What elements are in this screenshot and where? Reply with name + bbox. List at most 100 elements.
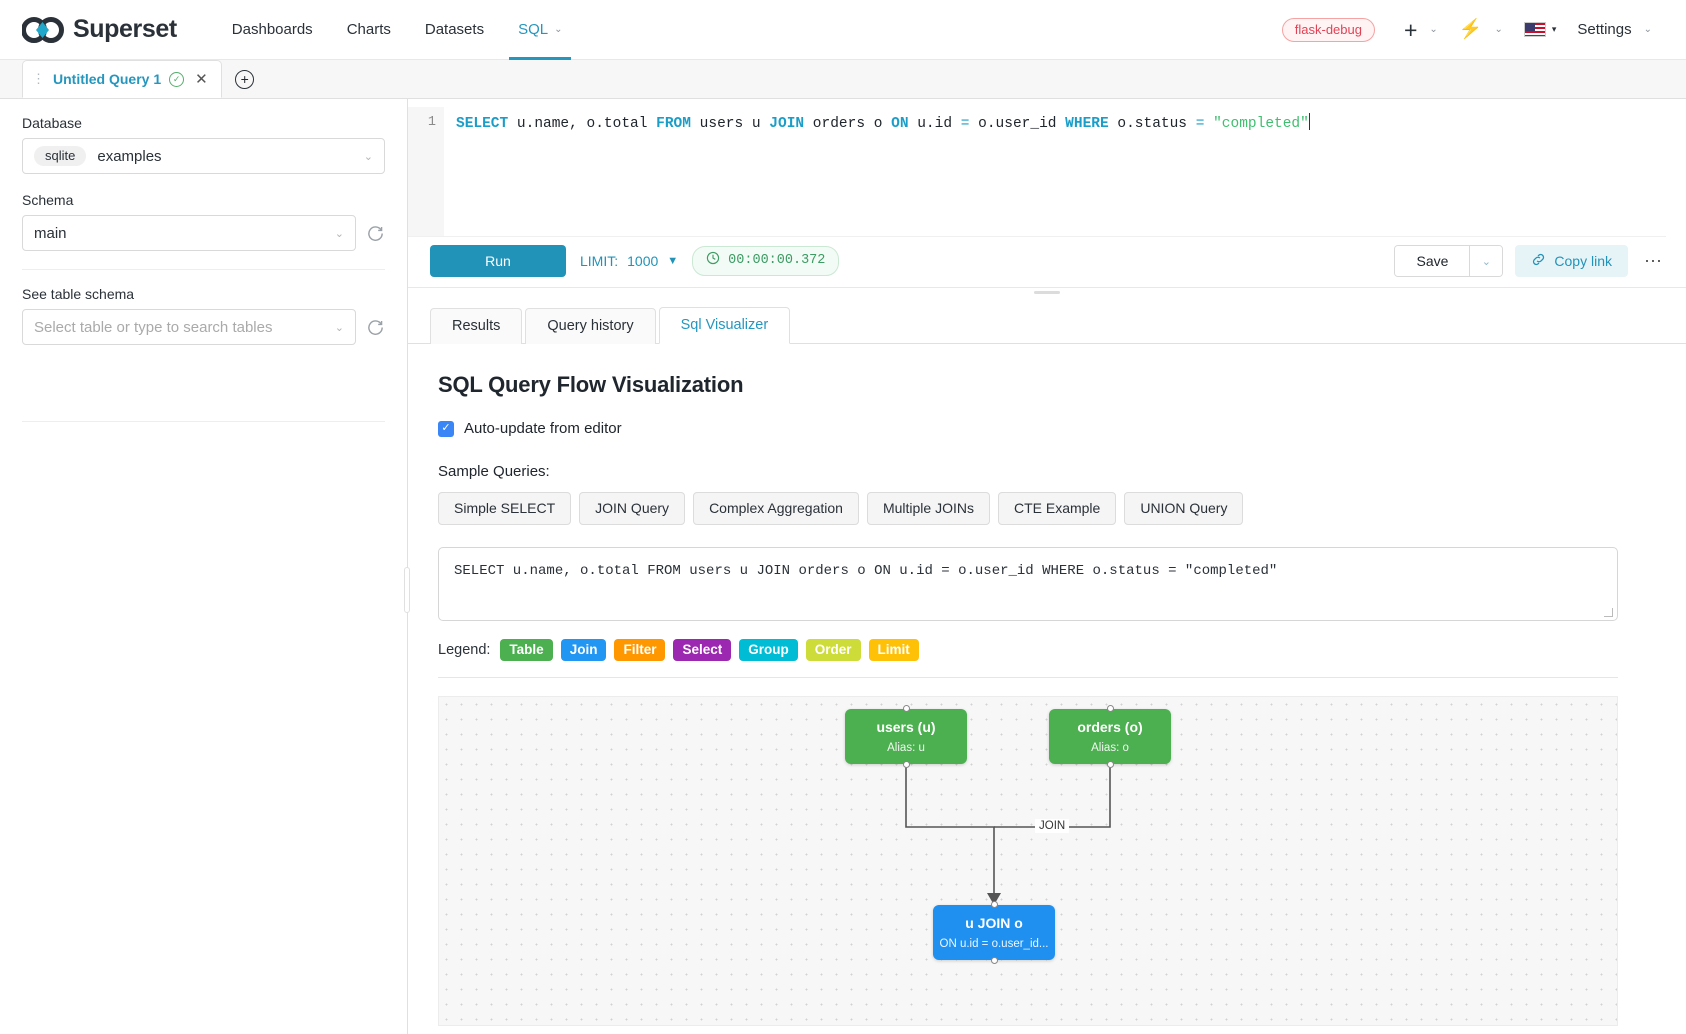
close-icon[interactable]: ✕ [195, 71, 208, 88]
node-port-bottom[interactable] [1106, 761, 1114, 768]
nav-link-sql[interactable]: SQL ⌄ [501, 0, 579, 60]
run-button[interactable]: Run [430, 245, 566, 277]
limit-value: 1000 [627, 253, 659, 269]
flow-node-users[interactable]: users (u)Alias: u [845, 705, 967, 768]
sql-token: o.user_id [969, 116, 1066, 132]
node-port-top[interactable] [1106, 705, 1114, 712]
flask-debug-badge: flask-debug [1281, 17, 1375, 42]
triangle-down-icon: ▼ [667, 255, 679, 267]
auto-update-row: ✓ Auto-update from editor [438, 420, 1624, 437]
schema-value: main [34, 224, 67, 242]
save-button[interactable]: Save [1395, 246, 1470, 276]
textarea-resize-handle[interactable] [1604, 608, 1613, 617]
auto-update-checkbox[interactable]: ✓ [438, 420, 454, 437]
database-value: examples [97, 147, 162, 165]
new-query-tab-button[interactable]: + [226, 60, 264, 98]
top-navbar: Superset Dashboards Charts Datasets SQL … [0, 0, 1686, 60]
query-tab-label: Untitled Query 1 [53, 71, 162, 87]
tab-sql-visualizer[interactable]: Sql Visualizer [658, 307, 791, 344]
plus-circle-icon: + [235, 69, 255, 89]
node-port-bottom[interactable] [990, 957, 998, 964]
editor-gutter: 1 [408, 107, 444, 236]
nav-link-datasets-label: Datasets [424, 21, 485, 38]
timer-value: 00:00:00.372 [728, 253, 826, 268]
refresh-tables-icon[interactable] [366, 318, 385, 337]
sample-query-button-0[interactable]: Simple SELECT [438, 492, 572, 525]
language-selector[interactable]: ▾ [1516, 18, 1565, 41]
sample-query-button-5[interactable]: UNION Query [1124, 492, 1244, 525]
sql-token: WHERE [1065, 116, 1109, 132]
sql-token: FROM [656, 116, 691, 132]
sample-query-button-2[interactable]: Complex Aggregation [693, 492, 859, 525]
table-schema-label: See table schema [22, 286, 135, 302]
brand-logo-group[interactable]: Superset [22, 15, 177, 44]
ellipsis-icon[interactable]: ⋯ [1644, 251, 1662, 271]
query-tab-bar: ⋮ Untitled Query 1 ✓ ✕ + [0, 60, 1686, 99]
sample-query-button-4[interactable]: CTE Example [997, 492, 1117, 525]
panel-resize-handle[interactable] [404, 566, 410, 613]
nav-links: Dashboards Charts Datasets SQL ⌄ [215, 0, 580, 60]
database-engine-pill: sqlite [34, 146, 87, 166]
legend-chip-join: Join [560, 639, 607, 661]
sql-editor[interactable]: 1 SELECT u.name, o.total FROM users u JO… [408, 107, 1666, 237]
settings-menu[interactable]: Settings ⌄ [1569, 17, 1660, 42]
nav-link-dashboards[interactable]: Dashboards [215, 0, 330, 60]
flow-node-title: users (u) [876, 719, 936, 735]
tab-query-history[interactable]: Query history [525, 308, 656, 344]
legend-chip-group: Group [739, 639, 798, 661]
node-port-top[interactable] [990, 901, 998, 908]
copy-link-button[interactable]: Copy link [1515, 245, 1628, 277]
horizontal-resize-handle[interactable] [408, 288, 1686, 296]
node-port-bottom[interactable] [902, 761, 910, 768]
query-textarea[interactable]: SELECT u.name, o.total FROM users u JOIN… [438, 547, 1618, 621]
editor-code-area[interactable]: SELECT u.name, o.total FROM users u JOIN… [444, 107, 1666, 236]
tab-results[interactable]: Results [430, 308, 523, 344]
legend-chip-filter: Filter [614, 639, 666, 661]
editor-toolbar: Run LIMIT: 1000 ▼ 00:00:00.372 [408, 237, 1686, 288]
save-dropdown-chevron-down-icon[interactable]: ⌄ [1469, 246, 1503, 276]
sample-query-button-3[interactable]: Multiple JOINs [866, 492, 990, 525]
sql-token: = [960, 116, 970, 132]
text-cursor [1308, 113, 1310, 130]
query-tab-untitled-query-1[interactable]: ⋮ Untitled Query 1 ✓ ✕ [22, 60, 222, 98]
flow-node-title: orders (o) [1077, 719, 1143, 735]
nav-link-sql-label: SQL [518, 21, 549, 38]
link-icon [1531, 252, 1546, 270]
sql-token: ON [891, 116, 909, 132]
toolbar-right: Save ⌄ Copy link ⋯ [1394, 245, 1666, 277]
add-new-button[interactable]: + ⌄ [1396, 16, 1446, 44]
nav-link-charts[interactable]: Charts [330, 0, 408, 60]
sample-query-button-1[interactable]: JOIN Query [579, 492, 686, 525]
sql-token: users u [690, 116, 770, 132]
table-schema-field: See table schema Select table or type to… [22, 286, 385, 345]
chevron-down-icon: ⌄ [334, 321, 344, 334]
superset-logo-icon [22, 16, 64, 43]
refresh-schema-icon[interactable] [366, 224, 385, 243]
legend-label: Legend: [438, 642, 491, 658]
schema-select[interactable]: main ⌄ [22, 215, 356, 251]
drag-handle-icon[interactable]: ⋮ [32, 71, 45, 86]
node-port-top[interactable] [902, 705, 910, 712]
bolt-menu-button[interactable]: ⚡ ⌄ [1451, 16, 1511, 44]
database-select[interactable]: sqlite examples ⌄ [22, 138, 385, 174]
chevron-down-icon: ⌄ [1429, 24, 1438, 35]
query-textarea-value: SELECT u.name, o.total FROM users u JOIN… [454, 563, 1278, 579]
table-search-input[interactable]: Select table or type to search tables ⌄ [22, 309, 356, 345]
sample-queries-label: Sample Queries: [438, 463, 550, 480]
flow-node-orders[interactable]: orders (o) Alias: o [1049, 705, 1171, 768]
sidebar-bottom-divider [22, 421, 385, 422]
legend-chip-order: Order [805, 639, 861, 661]
clock-icon [706, 251, 720, 270]
chevron-down-icon: ⌄ [363, 150, 373, 163]
flow-node-subtitle: Alias: o [1091, 742, 1129, 754]
flow-node-subtitle: ON u.id = o.user_id... [939, 938, 1049, 950]
sql-editor-wrap: 1 SELECT u.name, o.total FROM users u JO… [408, 99, 1686, 237]
sql-token: "completed" [1204, 116, 1309, 132]
nav-link-datasets[interactable]: Datasets [408, 0, 501, 60]
limit-dropdown[interactable]: LIMIT: 1000 ▼ [580, 253, 678, 269]
table-search-placeholder: Select table or type to search tables [34, 318, 273, 336]
settings-label: Settings [1577, 21, 1632, 38]
